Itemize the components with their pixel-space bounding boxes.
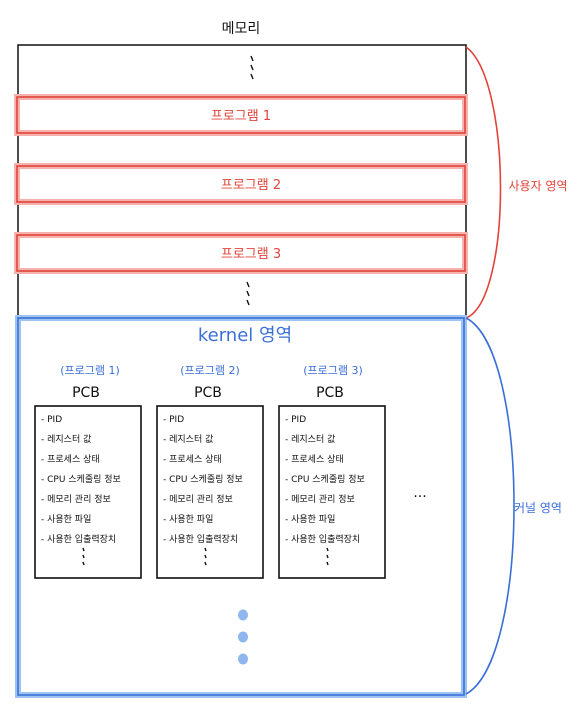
program-bar-3: 프로그램 3 bbox=[14, 232, 468, 274]
pcb-more-dots-1 bbox=[82, 547, 85, 566]
pcb-item: - 프로세스 상태 bbox=[163, 454, 222, 465]
pcb-column-3: (프로그램 3) PCB - PID - 레지스터 값 - 프로세스 상태 - … bbox=[278, 364, 386, 579]
pcb-box-2 bbox=[156, 405, 264, 579]
pcb-item: - CPU 스케줄링 정보 bbox=[41, 473, 121, 485]
kernel-title: kernel 영역 bbox=[198, 325, 292, 346]
pcb-item: - PID bbox=[285, 415, 306, 425]
pcb-item: - PID bbox=[163, 415, 184, 425]
kernel-area-border bbox=[17, 317, 465, 696]
pcb-item: - 사용한 입출력장치 bbox=[163, 533, 238, 545]
pcb-program-label-2: (프로그램 2) bbox=[180, 364, 240, 377]
user-area-label: 사용자 영역 bbox=[508, 179, 567, 193]
program-label-3: 프로그램 3 bbox=[221, 247, 281, 262]
pcb-item: - PID bbox=[41, 415, 62, 425]
pcb-more-dots-2 bbox=[204, 547, 207, 566]
program-bar-2: 프로그램 2 bbox=[14, 163, 468, 205]
program-bar-1: 프로그램 1 bbox=[14, 94, 468, 136]
pcb-item: - 레지스터 값 bbox=[163, 433, 213, 445]
pcb-box-1 bbox=[34, 405, 142, 579]
pcb-items-2: - PID - 레지스터 값 - 프로세스 상태 - CPU 스케줄링 정보 -… bbox=[163, 415, 243, 545]
pcb-program-label-1: (프로그램 1) bbox=[60, 364, 120, 377]
pcb-items-1: - PID - 레지스터 값 - 프로세스 상태 - CPU 스케줄링 정보 -… bbox=[41, 415, 121, 545]
program-label-1: 프로그램 1 bbox=[211, 109, 271, 124]
pcb-title-2: PCB bbox=[194, 385, 222, 401]
user-area-brace bbox=[465, 46, 502, 319]
pcb-item: - 사용한 파일 bbox=[285, 514, 335, 525]
pcb-item: - 프로세스 상태 bbox=[41, 454, 100, 465]
pcb-column-1: (프로그램 1) PCB - PID - 레지스터 값 - 프로세스 상태 - … bbox=[34, 364, 142, 579]
pcb-item: - 사용한 파일 bbox=[163, 514, 213, 525]
pcb-item: - 프로세스 상태 bbox=[285, 454, 344, 465]
pcb-program-label-3: (프로그램 3) bbox=[303, 364, 363, 377]
program-label-2: 프로그램 2 bbox=[221, 178, 281, 193]
pcb-item: - 사용한 파일 bbox=[41, 514, 91, 525]
kernel-more-dots bbox=[238, 609, 248, 665]
pcb-items-3: - PID - 레지스터 값 - 프로세스 상태 - CPU 스케줄링 정보 -… bbox=[285, 415, 365, 545]
more-pcbs-label: ... bbox=[413, 485, 426, 501]
pcb-item: - 사용한 입출력장치 bbox=[285, 533, 360, 545]
pcb-item: - 레지스터 값 bbox=[41, 433, 91, 445]
memory-label: 메모리 bbox=[222, 21, 261, 37]
pcb-column-2: (프로그램 2) PCB - PID - 레지스터 값 - 프로세스 상태 - … bbox=[156, 364, 264, 579]
pcb-more-dots-3 bbox=[326, 547, 329, 566]
kernel-area-brace bbox=[465, 317, 515, 695]
pcb-title-1: PCB bbox=[72, 385, 100, 401]
pcb-item: - 사용한 입출력장치 bbox=[41, 533, 116, 545]
pcb-item: - 레지스터 값 bbox=[285, 433, 335, 445]
pcb-item: - 메모리 관리 정보 bbox=[285, 494, 355, 505]
pcb-title-3: PCB bbox=[316, 385, 344, 401]
pcb-item: - 메모리 관리 정보 bbox=[41, 494, 111, 505]
pcb-item: - CPU 스케줄링 정보 bbox=[285, 473, 365, 485]
ellipsis-dots-top bbox=[250, 55, 254, 80]
pcb-item: - CPU 스케줄링 정보 bbox=[163, 473, 243, 485]
pcb-item: - 메모리 관리 정보 bbox=[163, 494, 233, 505]
ellipsis-dots-middle bbox=[246, 281, 250, 306]
kernel-side-label: 커널 영역 bbox=[514, 501, 562, 515]
pcb-box-3 bbox=[278, 405, 386, 579]
